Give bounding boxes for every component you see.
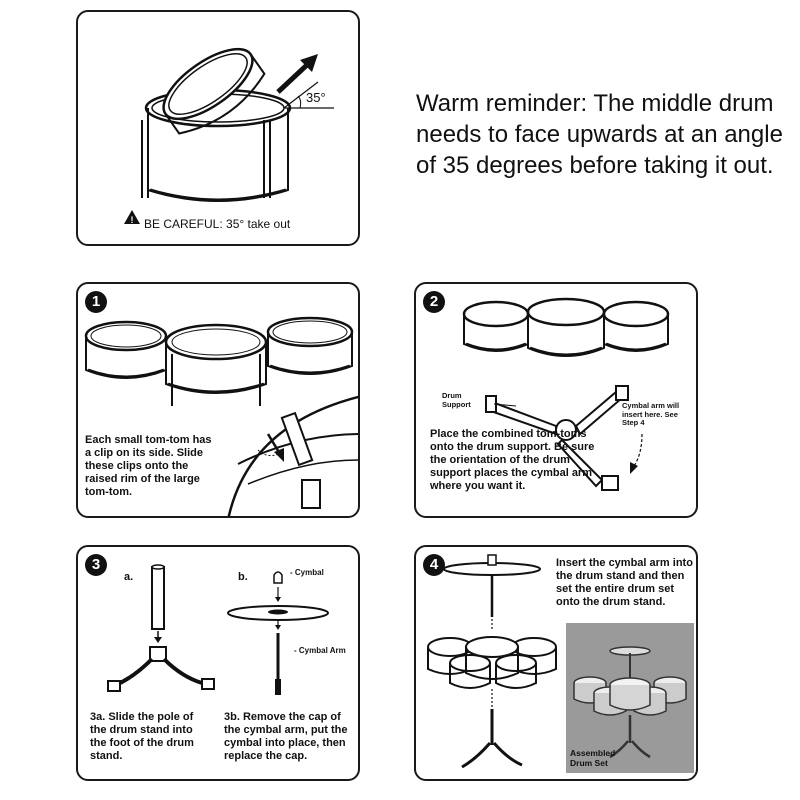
middle-drum-tilt-illustration: ! [124, 47, 334, 225]
svg-text:!: ! [131, 215, 134, 225]
step3b-instructions: 3b. Remove the cap of the cymbal arm, pu… [224, 711, 348, 762]
top-panel: ! 35° BE CAREFUL: 35° take out [76, 10, 360, 246]
assembled-drum-set-photo: Assembled Drum Set [566, 623, 694, 773]
step3-panel: 3 a. b. - Cymbal - Cymbal Arm 3a. Slide … [76, 545, 360, 781]
cymbal-arm-note: Cymbal arm will insert here. See Step 4 [622, 401, 680, 427]
step1-panel: 1 Each small tom-tom has a clip on its s… [76, 282, 360, 518]
step3a-sublabel: a. [124, 571, 134, 583]
assembled-drum-illustration [573, 646, 687, 759]
cymbal-label: - Cymbal [290, 568, 324, 577]
step3a-instructions: 3a. Slide the pole of the drum stand int… [90, 711, 194, 762]
assembled-label: Assembled Drum Set [570, 748, 616, 768]
step4-badge: 4 [423, 554, 445, 576]
step1-instructions: Each small tom-tom has a clip on its sid… [85, 434, 212, 498]
step3b-sublabel: b. [238, 571, 248, 583]
step3-badge: 3 [85, 554, 107, 576]
warm-reminder-text: Warm reminder: The middle drum needs to … [416, 90, 783, 179]
cymbal-arm-label: - Cymbal Arm [294, 646, 346, 655]
step2-panel: 2 Drum Support Cymbal arm will insert he… [414, 282, 698, 518]
drum-support-label: Drum Support [442, 391, 471, 409]
step2-drum-support-illustration [462, 297, 670, 491]
angle-label: 35° [306, 90, 326, 105]
step2-instructions: Place the combined tom-toms onto the dru… [430, 428, 595, 492]
step4-stand-illustration [427, 554, 557, 769]
caution-label: BE CAREFUL [144, 217, 220, 231]
step2-badge: 2 [423, 291, 445, 313]
step4-instructions: Insert the cymbal arm into the drum stan… [556, 557, 693, 608]
caution-text: BE CAREFUL: 35° take out [144, 217, 290, 231]
step3-illustration [107, 564, 329, 695]
step1-badge: 1 [85, 291, 107, 313]
step1-drums-illustration [84, 316, 358, 516]
caution-detail: : 35° take out [219, 217, 291, 231]
